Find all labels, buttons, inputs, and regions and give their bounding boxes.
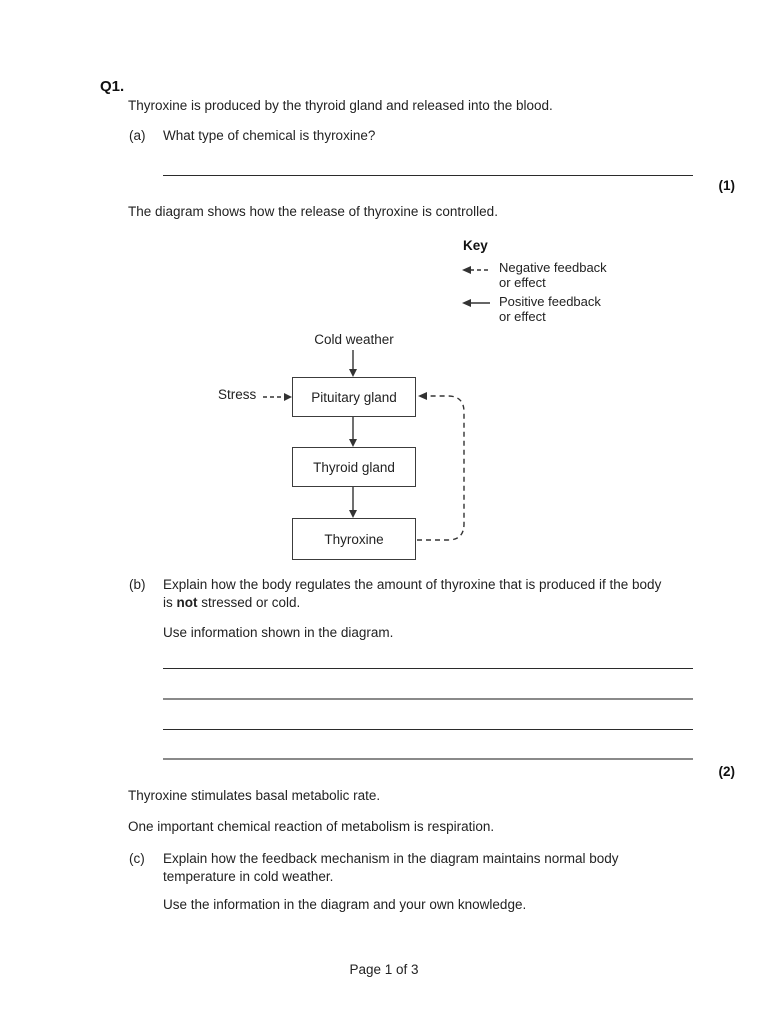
question-number: Q1.	[100, 78, 125, 95]
statement-basal-metabolic: Thyroxine stimulates basal metabolic rat…	[128, 788, 381, 803]
part-a-question: What type of chemical is thyroxine?	[163, 128, 376, 143]
feedback-loop-arrow	[417, 392, 465, 541]
key-negative-entry: Negative feedback or effect	[499, 260, 607, 290]
intro-text: Thyroxine is produced by the thyroid gla…	[128, 98, 553, 113]
answer-line	[163, 729, 693, 730]
answer-line	[163, 175, 693, 176]
key-negative-line2: or effect	[499, 275, 546, 290]
diagram-arrows-svg	[263, 266, 490, 541]
part-a-marks: (1)	[718, 178, 736, 193]
part-c-instruction: Use the information in the diagram and y…	[163, 897, 527, 912]
thyroxine-box: Thyroxine	[292, 518, 416, 560]
key-positive-entry: Positive feedback or effect	[499, 294, 601, 324]
pituitary-to-thyroid-arrow	[349, 417, 357, 447]
key-positive-line2: or effect	[499, 309, 546, 324]
thyroid-to-thyroxine-arrow	[349, 487, 357, 518]
page-footer: Page 1 of 3	[349, 962, 419, 977]
thyroid-gland-label: Thyroid gland	[313, 459, 395, 475]
answer-line	[163, 758, 693, 760]
thyroid-gland-box: Thyroid gland	[292, 447, 416, 487]
cold-weather-arrow	[349, 350, 357, 377]
part-b-question-line1: Explain how the body regulates the amoun…	[163, 577, 662, 592]
part-b-question: Explain how the body regulates the amoun…	[163, 576, 661, 612]
key-positive-line1: Positive feedback	[499, 294, 601, 309]
answer-line	[163, 698, 693, 700]
part-c-question: Explain how the feedback mechanism in th…	[163, 850, 619, 886]
part-c-question-line2: temperature in cold weather.	[163, 869, 334, 884]
part-b-instruction: Use information shown in the diagram.	[163, 625, 394, 640]
thyroxine-label: Thyroxine	[324, 531, 384, 547]
part-b-q2-suffix: stressed or cold.	[197, 595, 301, 610]
stress-arrow	[263, 393, 292, 401]
part-c-question-line1: Explain how the feedback mechanism in th…	[163, 851, 619, 866]
pituitary-gland-label: Pituitary gland	[311, 389, 397, 405]
part-b-q2-prefix: is	[163, 595, 177, 610]
diagram-intro-text: The diagram shows how the release of thy…	[128, 204, 498, 219]
part-b-marks: (2)	[718, 764, 736, 779]
part-a-label: (a)	[129, 128, 146, 143]
part-b-q2-bold: not	[176, 595, 198, 610]
cold-weather-label: Cold weather	[314, 332, 394, 347]
statement-respiration: One important chemical reaction of metab…	[128, 819, 495, 834]
stress-label: Stress	[218, 387, 257, 402]
key-negative-arrow-icon	[462, 266, 490, 274]
key-negative-line1: Negative feedback	[499, 260, 607, 275]
part-b-label: (b)	[129, 577, 146, 592]
answer-line	[163, 668, 693, 669]
key-positive-arrow-icon	[462, 299, 490, 307]
part-c-label: (c)	[129, 851, 145, 866]
pituitary-gland-box: Pituitary gland	[292, 377, 416, 417]
part-b-question-line2: is not stressed or cold.	[163, 594, 661, 612]
key-title: Key	[463, 238, 488, 253]
